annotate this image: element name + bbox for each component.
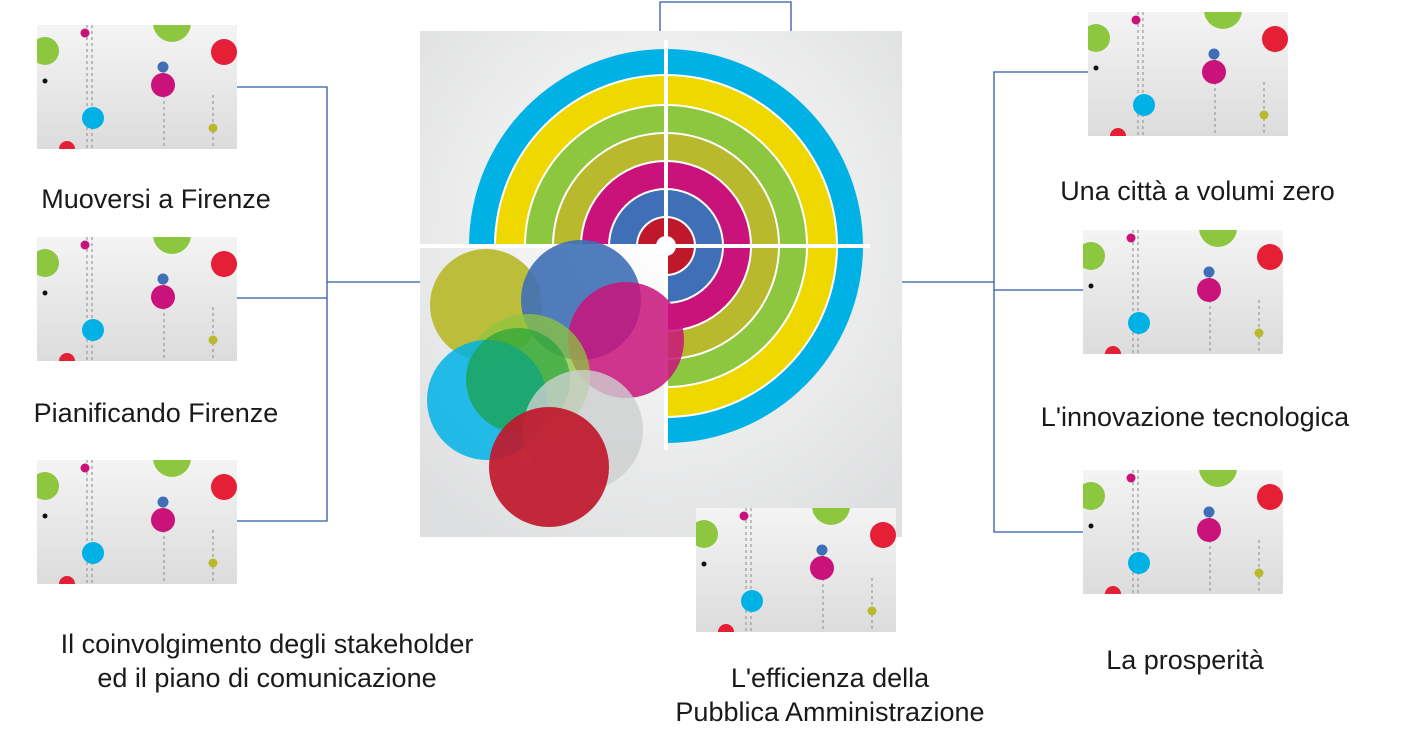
dots-pattern-icon [37, 460, 237, 584]
central-logo [420, 31, 902, 537]
label-innovazione: L'innovazione tecnologica [1040, 402, 1350, 432]
label-stakeholder-line1: Il coinvolgimento degli stakeholder [60, 629, 474, 659]
thumbnail-pianificando[interactable] [31, 216, 237, 369]
dots-pattern-icon [37, 237, 237, 361]
dots-pattern-icon [1088, 12, 1288, 136]
label-efficienza-line1: L'efficienza della [730, 663, 930, 693]
connector-right-bottom [993, 282, 1083, 533]
thumbnail-innovazione[interactable] [1077, 209, 1283, 362]
dots-pattern-icon [696, 508, 896, 632]
connector-right-top [993, 71, 1088, 282]
label-prosperita: La prosperità [1106, 645, 1264, 675]
overlapping-bubbles [427, 240, 684, 527]
label-pianificando: Pianificando Firenze [33, 398, 279, 428]
thumbnail-prosperita[interactable] [1077, 449, 1283, 602]
label-muoversi: Muoversi a Firenze [41, 184, 271, 214]
label-stakeholder-line2: ed il piano di comunicazione [97, 663, 437, 693]
connector-left-bottom [237, 282, 328, 522]
concentric-rings-bottom-right [666, 246, 863, 443]
dots-pattern-icon [1083, 230, 1283, 354]
thumbnail-volumi-zero[interactable] [1082, 0, 1288, 144]
thumbnail-stakeholder[interactable] [31, 439, 237, 592]
label-efficienza-line2: Pubblica Amministrazione [675, 697, 985, 727]
dots-pattern-icon [1083, 470, 1283, 594]
thumbnail-efficienza[interactable] [690, 487, 896, 640]
thumbnail-muoversi[interactable] [31, 4, 237, 157]
dots-pattern-icon [37, 25, 237, 149]
connector-left-top [237, 86, 328, 282]
label-volumi-zero: Una città a volumi zero [1060, 176, 1335, 206]
